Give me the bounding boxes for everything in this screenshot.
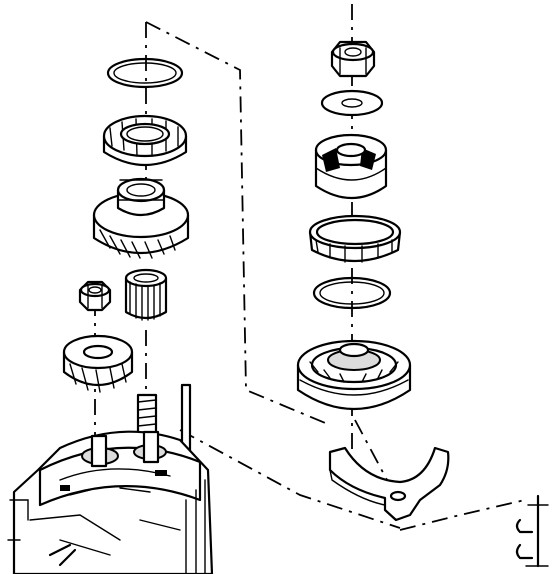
needle-bearing-icon <box>124 268 168 321</box>
clip-detail-icon <box>515 494 549 568</box>
hex-nut-top-icon <box>330 40 376 78</box>
washer-icon <box>320 89 384 117</box>
bearing-cup-left-icon <box>102 114 188 167</box>
bearing-race-icon <box>308 214 402 263</box>
gearcase-housing-icon <box>7 430 214 574</box>
clutch-dog-icon <box>314 133 388 199</box>
driven-gear-icon <box>92 177 190 259</box>
pinion-gear-icon <box>62 334 134 393</box>
o-ring-right-icon <box>312 276 392 310</box>
shift-fork-icon <box>328 446 450 522</box>
ball-bearing-icon <box>296 339 412 411</box>
hex-nut-small-icon <box>78 280 112 312</box>
o-ring-large-left-icon <box>106 57 184 89</box>
